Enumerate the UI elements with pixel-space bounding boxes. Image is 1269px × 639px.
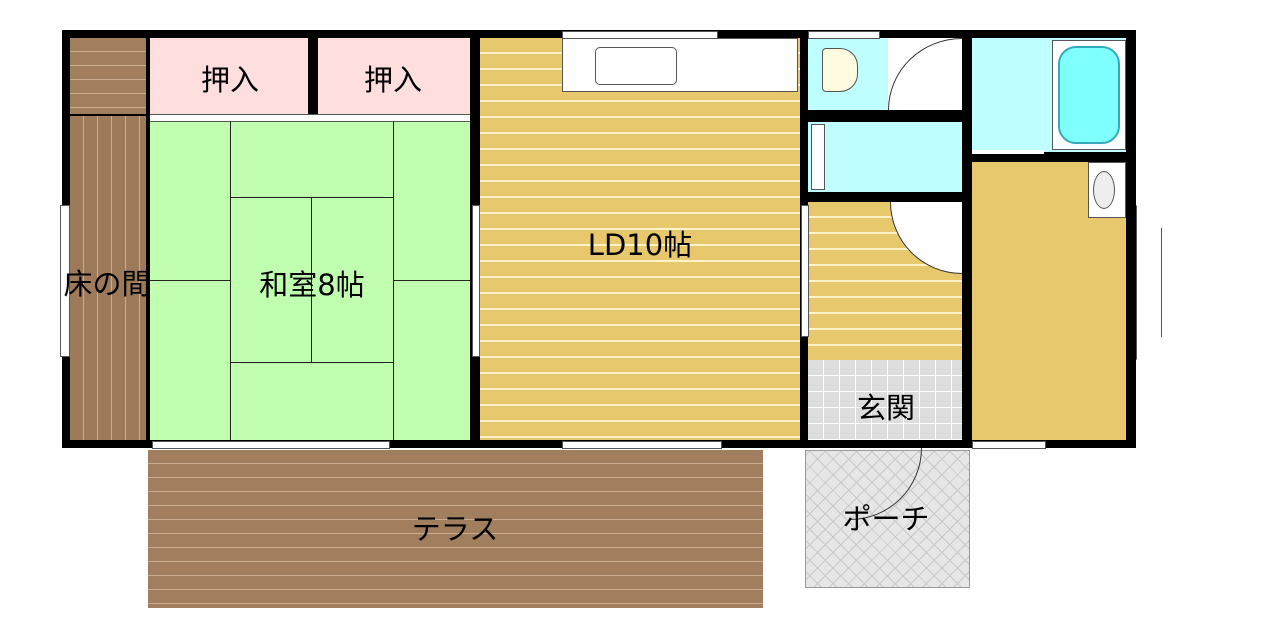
window: [972, 441, 1046, 449]
closet-2-label: 押入: [363, 63, 423, 97]
washitsu-label: 和室8帖: [259, 268, 365, 302]
closet-1: [150, 38, 308, 114]
sliding-door[interactable]: [801, 205, 809, 337]
porch-label: ポーチ: [842, 502, 930, 536]
ld-label: LD10帖: [587, 228, 693, 262]
tokonoma-upper: [70, 38, 146, 114]
window: [562, 441, 722, 449]
window: [152, 441, 390, 449]
terrace: [148, 450, 763, 608]
toilet-room: [808, 38, 888, 110]
ld-room: [480, 38, 800, 440]
sink-icon: [595, 47, 677, 85]
bathroom: [972, 38, 1126, 154]
tokonoma-floor: [70, 116, 146, 440]
utility-room: [972, 162, 1126, 440]
bathtub-icon: [1058, 46, 1120, 144]
window: [562, 31, 718, 39]
washitsu-room: [150, 122, 470, 440]
closet-1-label: 押入: [200, 63, 260, 97]
genkan-label: 玄関: [856, 391, 916, 425]
washbasin-icon: [1088, 162, 1126, 218]
toilet-icon: [822, 48, 858, 92]
window: [60, 205, 70, 357]
tokonoma-label: 床の間: [63, 267, 151, 301]
window: [808, 31, 880, 39]
washroom: [808, 122, 962, 192]
genkan-floor: [808, 360, 962, 440]
kitchen-counter: [562, 38, 798, 92]
sliding-door[interactable]: [472, 205, 480, 357]
urinal-icon: [811, 124, 825, 190]
bathtub-frame: [1052, 40, 1126, 150]
closet-2: [318, 38, 470, 114]
bay-window: [1136, 205, 1162, 360]
door-toilet[interactable]: [888, 38, 962, 110]
terrace-label: テラス: [411, 512, 499, 546]
closet-sliding-doors[interactable]: [150, 114, 470, 122]
